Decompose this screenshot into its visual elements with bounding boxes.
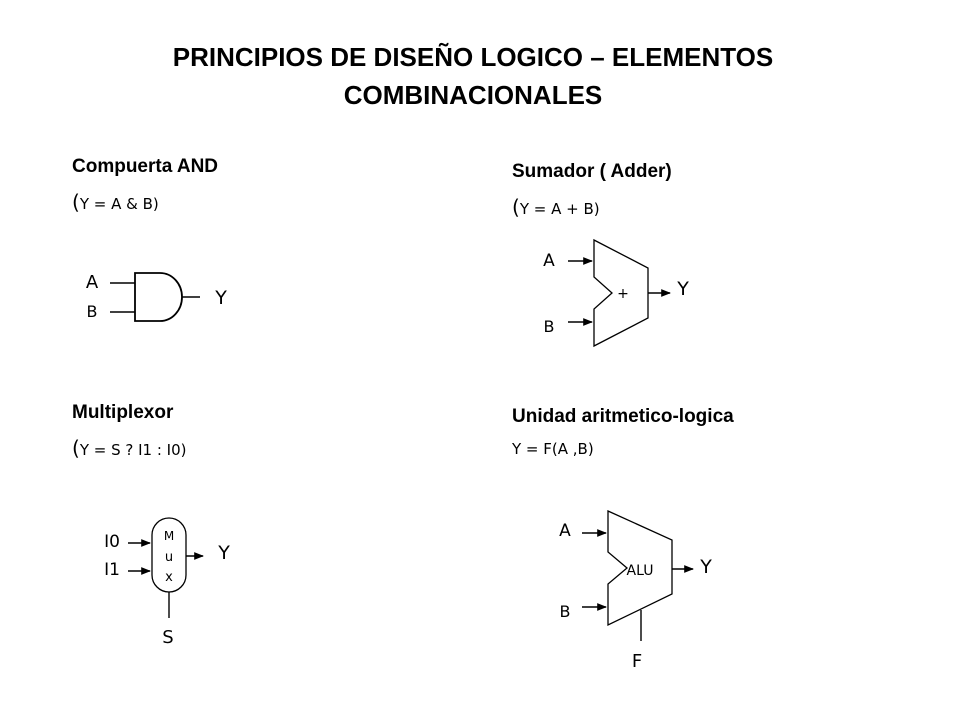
and-gate-body <box>134 272 183 322</box>
title-line-1: PRINCIPIOS DE DISEÑO LOGICO – ELEMENTOS <box>172 42 774 72</box>
mux-heading: Multiplexor <box>72 402 174 423</box>
adder-output-label: Y <box>676 278 689 300</box>
mux-letter-m: M <box>164 529 174 543</box>
adder-heading: Sumador ( Adder) <box>512 161 672 182</box>
mux-formula: (Y = S ? I1 : I0) <box>72 436 187 460</box>
mux-input-0-label: I0 <box>104 532 120 552</box>
alu-output-label: Y <box>699 556 712 578</box>
and-gate-symbol: A B Y <box>86 272 227 322</box>
mux-letter-x: x <box>165 570 173 585</box>
alu-heading: Unidad aritmetico-logica <box>512 406 734 427</box>
and-gate-formula: (Y = A & B) <box>72 190 159 214</box>
title-line-2: COMBINACIONALES <box>343 80 603 110</box>
and-input-b-label: B <box>87 302 98 321</box>
alu-symbol: A B ALU Y F <box>559 509 712 672</box>
mux-select-label: S <box>162 627 173 648</box>
and-output-label: Y <box>214 287 227 309</box>
and-input-a-label: A <box>86 272 99 293</box>
alu-input-b-label: B <box>560 602 571 621</box>
mux-output-label: Y <box>217 542 230 564</box>
alu-symbol-label: ALU <box>627 563 654 579</box>
mux-symbol: M u x I0 I1 Y S <box>104 517 230 648</box>
adder-formula: (Y = A + B) <box>512 195 600 219</box>
alu-input-a-label: A <box>559 521 571 541</box>
mux-letter-u: u <box>165 550 173 565</box>
adder-input-a-label: A <box>543 251 555 271</box>
adder-body <box>593 238 649 348</box>
adder-symbol: A B + Y <box>543 238 689 348</box>
and-gate-heading: Compuerta AND <box>72 156 219 177</box>
adder-plus-symbol: + <box>617 286 629 302</box>
adder-input-b-label: B <box>544 317 555 336</box>
page-title: PRINCIPIOS DE DISEÑO LOGICO – ELEMENTOS … <box>0 38 946 114</box>
mux-input-1-label: I1 <box>104 560 120 580</box>
alu-function-label: F <box>632 651 642 672</box>
alu-formula: Y = F(A ,B) <box>512 440 594 458</box>
alu-body <box>607 509 673 627</box>
